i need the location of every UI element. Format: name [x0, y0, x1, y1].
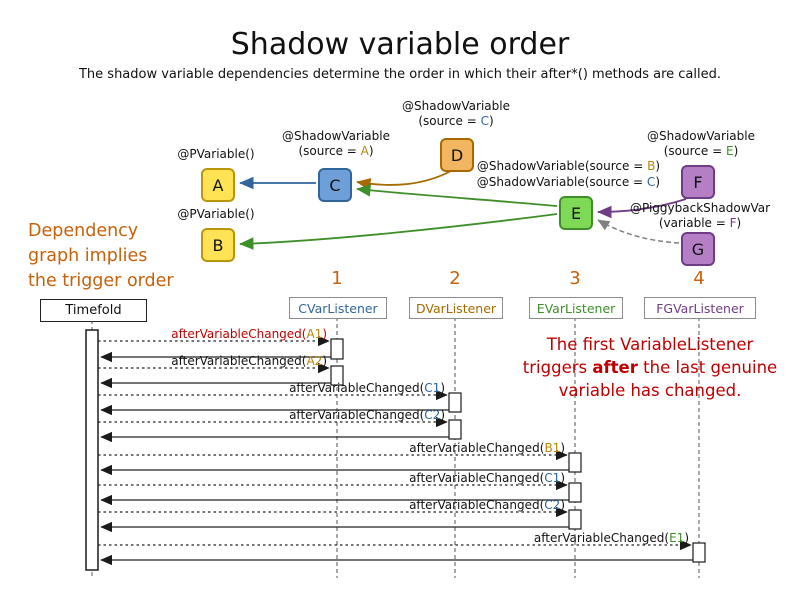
message-label-3: afterVariableChanged(C1): [289, 381, 445, 395]
label-shadow-c: @ShadowVariable (source = A): [282, 129, 390, 158]
listener-box-evar: EVarListener: [529, 297, 623, 319]
node-g: G: [681, 232, 715, 266]
label-piggyback: @PiggybackShadowVar (variable = F): [630, 201, 771, 230]
dependency-note: Dependency graph implies the trigger ord…: [28, 221, 174, 291]
label-pvariable-a: @PVariable(): [177, 147, 255, 161]
node-f: F: [681, 165, 715, 199]
activation-8: [692, 542, 706, 563]
label-shadow-e: @ShadowVariable(source = B) @ShadowVaria…: [476, 159, 660, 189]
label-shadow-f: @ShadowVariable (source = E): [647, 129, 755, 158]
var-ref-b: B: [647, 159, 656, 173]
activation-5: [568, 452, 582, 473]
activation-3: [448, 392, 462, 413]
node-d: D: [440, 138, 474, 172]
dep-arrow-e-to-c: [356, 184, 558, 207]
message-label-5: afterVariableChanged(B1): [409, 441, 565, 455]
message-label-1: afterVariableChanged(A1): [171, 327, 327, 341]
timefold-box: Timefold: [40, 299, 147, 322]
dep-arrow-f-to-e: [597, 198, 687, 219]
activation-6: [568, 482, 582, 503]
listener-box-fgvar: FGVarListener: [644, 297, 756, 319]
activation-1: [330, 338, 344, 360]
order-number-2: 2: [449, 268, 461, 289]
dep-arrow-e-to-b: [239, 213, 558, 250]
listener-trigger-note: The first VariableListener triggers afte…: [522, 335, 778, 400]
node-e: E: [559, 196, 593, 230]
node-a: A: [201, 168, 235, 202]
order-number-4: 4: [693, 268, 705, 289]
label-pvariable-b: @PVariable(): [177, 207, 255, 221]
annotation-text: @ShadowVariable: [402, 99, 510, 113]
var-ref-a: A: [360, 144, 369, 158]
node-c: C: [318, 168, 352, 202]
label-shadow-d: @ShadowVariable (source = C): [402, 99, 510, 128]
activation-2: [330, 365, 344, 386]
message-label-8: afterVariableChanged(E1): [533, 531, 689, 545]
var-ref-f: F: [729, 216, 737, 230]
var-ref-e: E: [725, 144, 734, 158]
page-title: Shadow variable order: [230, 27, 570, 62]
var-ref-c: C: [480, 114, 489, 128]
timefold-activation-bar: [85, 329, 99, 571]
message-label-2: afterVariableChanged(A2): [171, 354, 327, 368]
dep-arrow-g-to-e: [597, 219, 680, 244]
listener-box-dvar: DVarListener: [409, 297, 503, 319]
order-number-3: 3: [569, 268, 581, 289]
order-number-1: 1: [331, 268, 343, 289]
var-ref-c: C: [646, 175, 656, 189]
message-label-4: afterVariableChanged(C2): [289, 408, 445, 422]
activation-4: [448, 419, 462, 440]
message-label-6: afterVariableChanged(C1): [409, 471, 565, 485]
node-b: B: [201, 228, 235, 262]
message-label-7: afterVariableChanged(C2): [409, 498, 565, 512]
activation-7: [568, 509, 582, 530]
subtitle: The shadow variable dependencies determi…: [78, 67, 722, 82]
dep-arrow-d-to-c: [356, 170, 452, 191]
listener-box-cvar: CVarListener: [289, 297, 387, 319]
